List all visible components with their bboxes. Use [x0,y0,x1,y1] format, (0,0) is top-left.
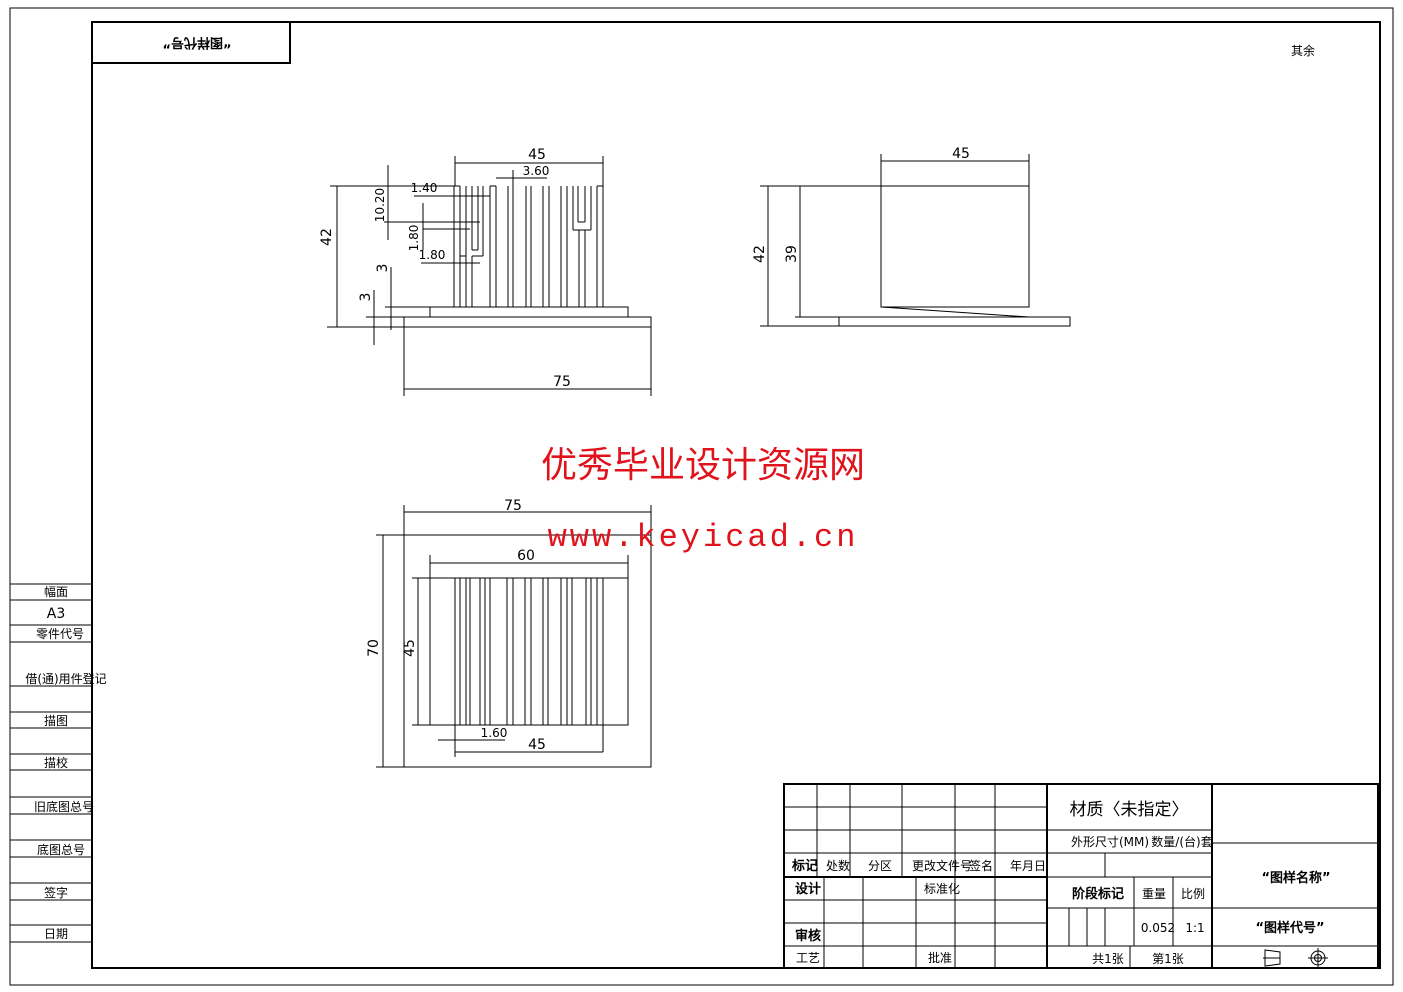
dim-top-60: 60 [517,548,535,564]
label-date: 日期 [44,927,68,941]
header-zone: 分区 [868,859,892,873]
dim-front-42: 42 [319,228,335,246]
dim-front-10-20: 10.20 [373,188,387,222]
dim-front-3-60: 3.60 [523,164,550,178]
dim-top-45-v: 45 [402,639,418,657]
dim-front-45: 45 [528,147,546,163]
inner-frame [91,21,1381,969]
label-trace-check: 描校 [44,755,68,770]
first-angle-projection-icon [1263,948,1328,968]
value-format: A3 [47,606,65,622]
header-change-doc: 更改文件号 [912,858,972,873]
size-label: 外形尺寸(MM) [1071,835,1149,849]
role-process: 工艺 [796,951,820,965]
header-sign: 签名 [969,858,993,873]
dim-front-1-40: 1.40 [411,181,438,195]
side-view: 45 42 39 [752,146,1071,327]
dim-front-1-80-v: 1.80 [407,225,421,252]
title-block: 标记 处数 分区 更改文件号 签名 年月日 设计 标准化 审核 工艺 批准 材质… [783,783,1379,969]
dim-side-39: 39 [784,245,800,263]
weight-label: 重量 [1142,887,1166,901]
dim-top-1-60: 1.60 [481,726,508,740]
material-label: 材质〈未指定〉 [1070,800,1189,820]
label-format: 幅面 [44,584,68,599]
weight-value: 0.052 [1141,921,1175,935]
drawing-code: “图样代号” [1255,920,1324,936]
label-part-code: 零件代号 [36,627,84,641]
role-standardization: 标准化 [924,882,960,896]
total-sheets: 共1张 [1092,952,1124,966]
front-view: 45 3.60 1.40 10.20 1.80 1.80 42 3 3 75 [319,147,652,396]
left-column: 幅面 A3 零件代号 借(通)用件登记 描图 描校 旧底图总号 底图总号 签字 … [10,583,107,943]
label-tracing: 描图 [44,714,68,728]
scale-label: 比例 [1181,887,1205,901]
dim-top-70: 70 [366,639,382,657]
dim-top-45-h: 45 [528,737,546,753]
quantity-label: 数量/(台)套 [1151,834,1212,849]
dim-front-3-b: 3 [358,293,374,302]
watermark-title: 优秀毕业设计资源网 [541,445,865,486]
dim-front-3-a: 3 [375,264,391,273]
dim-front-75: 75 [553,374,571,390]
role-design: 设计 [795,881,821,897]
dim-front-1-80-h: 1.80 [419,248,446,262]
drawing-name: “图样名称” [1261,870,1330,886]
label-base-no: 底图总号 [37,842,85,857]
label-old-base-no: 旧底图总号 [34,799,94,814]
label-signature: 签字 [44,885,68,900]
stage-label: 阶段标记 [1072,886,1124,902]
dim-side-42: 42 [752,245,768,263]
dim-side-45: 45 [952,146,970,162]
role-approve: 批准 [928,950,952,965]
dim-top-75: 75 [504,498,522,514]
outer-border [9,7,1394,986]
watermark-url[interactable]: www.keyicad.cn [548,519,859,556]
sheet-number: 第1张 [1152,952,1184,966]
top-view: 75 60 70 45 1.60 45 [366,498,652,768]
roughness-note: 其余 [1291,43,1315,58]
role-review: 审核 [795,928,821,944]
drawing-code-rotated: “图样代号” [162,35,231,51]
scale-value: 1:1 [1185,921,1204,935]
drawing-code-box: “图样代号” [91,21,291,64]
header-date: 年月日 [1010,859,1046,873]
label-borrowed-parts: 借(通)用件登记 [25,671,106,686]
header-count: 处数 [826,858,850,873]
header-mark: 标记 [791,858,818,874]
